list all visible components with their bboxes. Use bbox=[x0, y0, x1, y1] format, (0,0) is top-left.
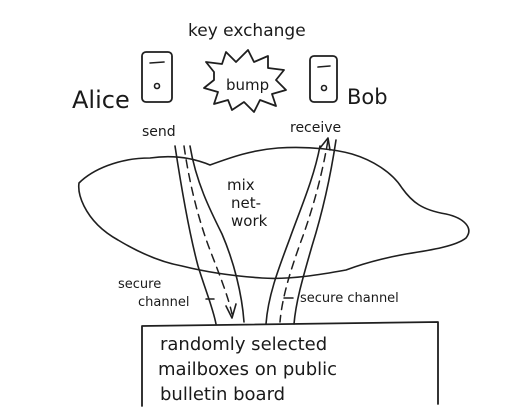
send-channel-left-wall bbox=[174, 145, 217, 325]
send-channel-right-wall bbox=[189, 145, 245, 323]
bump-burst-icon bbox=[203, 49, 287, 113]
secure-channel-right-label: secure channel bbox=[300, 291, 399, 306]
receive-label: receive bbox=[290, 120, 341, 136]
mix-network-label-line1: mix bbox=[227, 176, 255, 194]
bob-label: Bob bbox=[347, 85, 388, 109]
secure-channel-left-line1: secure bbox=[118, 277, 161, 292]
receive-channel-right-wall bbox=[293, 139, 337, 325]
bob-phone-icon bbox=[309, 55, 338, 103]
send-channel-dashed bbox=[183, 145, 233, 315]
mix-network-label-line3: work bbox=[231, 212, 268, 230]
receive-channel-dashed bbox=[279, 139, 329, 323]
mix-network-cloud bbox=[77, 146, 470, 280]
send-label: send bbox=[142, 124, 176, 140]
bump-label: bump bbox=[226, 76, 269, 94]
mix-network-label-line2: net- bbox=[231, 194, 261, 212]
alice-phone-icon bbox=[141, 51, 173, 103]
bulletin-board-label: randomly selected mailboxes on public bu… bbox=[158, 334, 343, 405]
key-exchange-title: key exchange bbox=[188, 21, 306, 41]
bulletin-board-line3: bulletin board bbox=[160, 384, 285, 405]
receive-arrow-tip bbox=[319, 137, 331, 151]
secure-channel-left-label: secure channel bbox=[118, 277, 189, 310]
bulletin-board-line1: randomly selected bbox=[160, 334, 327, 355]
receive-channel-left-wall bbox=[265, 145, 321, 325]
mix-network-label: mix net- work bbox=[227, 176, 268, 230]
send-arrow-tip bbox=[225, 303, 237, 319]
bulletin-board-box bbox=[141, 321, 439, 407]
bulletin-board-line2: mailboxes on public bbox=[158, 359, 337, 380]
alice-label: Alice bbox=[72, 86, 130, 114]
secure-channel-left-line2: channel bbox=[138, 295, 189, 310]
